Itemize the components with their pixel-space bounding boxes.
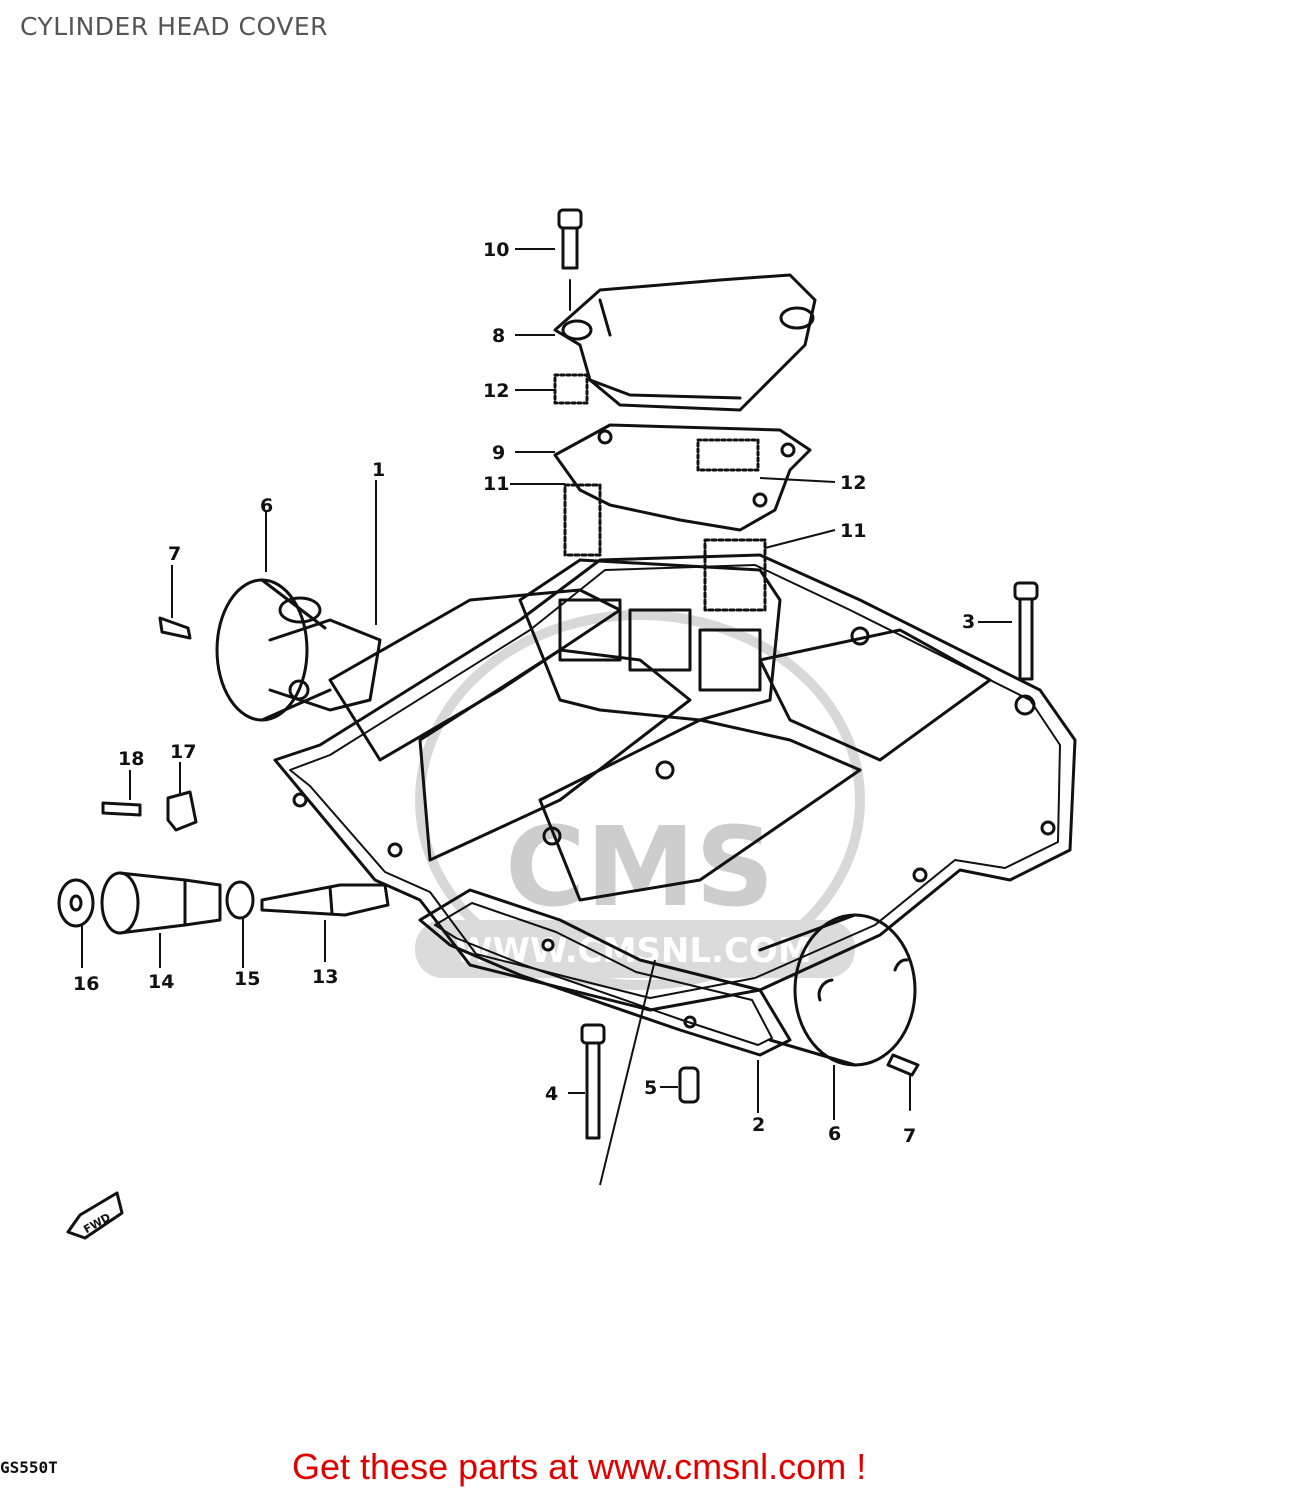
callout-17: 17 [170,741,196,763]
forward-arrow-icon [66,1191,124,1240]
footer-parts-link[interactable]: Get these parts at www.cmsnl.com ! [292,1446,867,1487]
screw-7-left [158,616,192,640]
callout-2: 2 [752,1114,765,1136]
callout-3: 3 [962,611,975,633]
callout-6-left: 6 [260,495,273,517]
tachometer-gear-13 [260,883,390,917]
screw-18 [101,801,142,817]
fwd-label: FWD [81,1211,112,1237]
breather-cover-plate [553,273,817,412]
watermark-logo: CMS [505,803,774,931]
callout-12-right: 12 [840,472,866,494]
model-code: GS550T [0,1458,58,1477]
bolt-4 [580,1023,606,1140]
callout-1: 1 [372,459,385,481]
callout-5: 5 [644,1077,657,1099]
callout-9: 9 [492,442,505,464]
callout-10: 10 [483,239,509,261]
callout-7-right: 7 [903,1125,916,1147]
callout-13: 13 [312,966,338,988]
tachometer-cap-14 [100,871,222,935]
head-cover-gasket [418,888,792,1057]
screw-7-right [886,1053,920,1111]
callout-8: 8 [492,325,505,347]
callout-11-left: 11 [483,473,509,495]
dowel-pin-5 [678,1066,700,1104]
callout-11-right: 11 [840,520,866,542]
bolt-3 [1013,581,1039,681]
callout-labels: 1 2 3 4 5 6 6 7 7 8 9 10 11 11 12 12 13 … [73,239,975,1236]
callout-14: 14 [148,971,174,993]
callout-6-right: 6 [828,1123,841,1145]
end-cap-left [215,578,382,722]
cylinder-head-cover [273,553,1077,1012]
oil-seal-16 [57,878,95,928]
callout-4: 4 [545,1083,558,1105]
breather-gasket [553,423,812,532]
clamp-17 [166,790,198,832]
end-cap-right [758,913,917,1067]
callout-18: 18 [118,748,144,770]
callout-15: 15 [234,968,260,990]
page-title: CYLINDER HEAD COVER [20,12,329,41]
bolt-10 [557,208,583,311]
callout-16: 16 [73,973,99,995]
watermark-url: WWW.CMSNL.COM [455,931,812,971]
o-ring-15 [225,880,255,920]
leader-lines [81,248,1012,1186]
callout-7-left: 7 [168,543,181,565]
callout-12-left: 12 [483,380,509,402]
